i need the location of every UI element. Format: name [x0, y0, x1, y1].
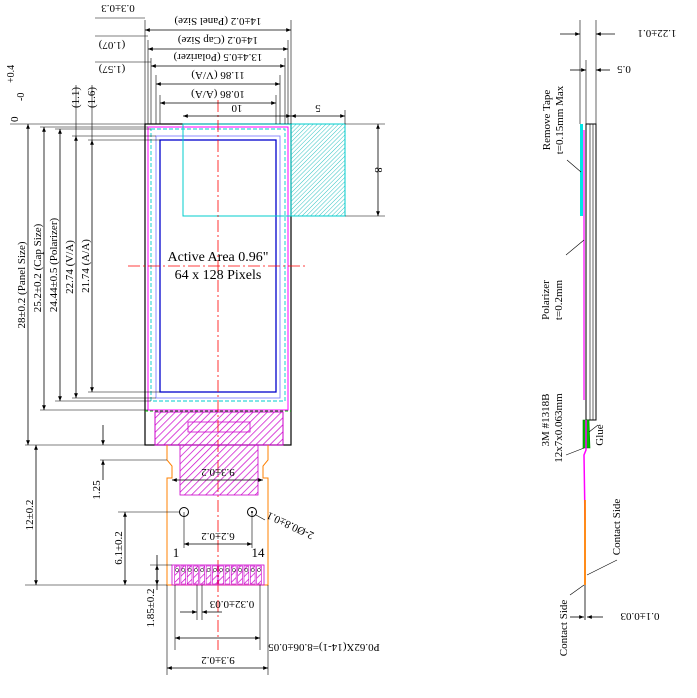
remove-tape-tab — [290, 123, 346, 217]
tol-minus: -0 — [16, 93, 27, 101]
gold-finger-via — [257, 568, 261, 572]
gold-finger-pin — [180, 565, 187, 585]
dim-cap-width-label: 14±0.2 (Cap Size) — [178, 34, 259, 46]
gold-finger-pin — [224, 565, 231, 585]
tape-model-label: 3M #1318B — [540, 394, 552, 447]
gold-finger-via — [238, 568, 242, 572]
dim-panel-height-label: 28±0.2 (Panel Size) — [16, 241, 28, 328]
dim-fpc-thickness-label: 0.1±0.03 — [620, 610, 660, 622]
fpc — [166, 444, 269, 586]
leader — [566, 159, 582, 173]
leader — [569, 584, 585, 596]
pin-14-label: 14 — [252, 545, 266, 560]
gold-finger-via — [231, 568, 236, 572]
dim-pitch-label: P0.62X(14-1)=8.06±0.05 — [268, 641, 380, 653]
remove-tape-label: Remove Tape — [541, 90, 553, 151]
top-dimensions: 14±0.2 (Panel Size) 0.3±0.3 14±0.2 (Cap … — [95, 2, 385, 217]
gold-finger-via — [194, 568, 198, 572]
gold-finger-pin — [249, 565, 256, 585]
gold-finger-pin — [199, 565, 205, 585]
dim-polarizer-offset-label: (1.57) — [98, 63, 125, 75]
active-area-label: Active Area 0.96" — [168, 250, 269, 265]
dim-polarizer-width-label: 13.4±0.5 (Polarizer) — [173, 51, 262, 63]
leader — [586, 559, 618, 576]
gold-finger-via — [200, 568, 205, 572]
contact-side-upper-label: Contact Side — [611, 499, 623, 556]
dim-panel-width-label: 14±0.2 (Panel Size) — [174, 15, 261, 27]
dim-offset-1-label: (1.1) — [70, 87, 82, 108]
gold-finger-via — [244, 568, 249, 572]
gold-finger-pin — [231, 565, 237, 585]
dim-tape-10-label: 10 — [231, 102, 243, 114]
gold-finger-via — [181, 568, 186, 572]
dim-panel-offset-label: 0.3±0.3 — [101, 2, 135, 14]
leader — [588, 424, 599, 433]
dim-finger-length-label: 1.85±0.2 — [145, 588, 157, 627]
side-glass — [585, 123, 597, 421]
active-area-pixels: 64 x 128 Pixels — [175, 268, 262, 283]
gold-fingers — [174, 565, 262, 585]
gold-finger-via — [187, 568, 192, 572]
gold-finger-pin — [193, 565, 199, 585]
leader — [255, 514, 266, 521]
panel-front-view: Active Area 0.96" 64 x 128 Pixels — [128, 100, 346, 650]
gold-finger-pin — [243, 565, 250, 585]
tol-plus: +0.4 — [6, 65, 17, 83]
dim-cap-offset-label: (1.07) — [98, 39, 125, 51]
gold-finger-via — [206, 568, 211, 572]
gold-finger-pin — [205, 565, 212, 585]
dim-cap-height-label: 25.2±0.2 (Cap Size) — [32, 223, 44, 312]
leader — [565, 447, 585, 456]
dim-pin-width-label: 0.32±0.03 — [209, 598, 254, 610]
tape-thickness-label: t=0.15mm Max — [554, 85, 566, 154]
dim-fpc-width-top-label: 9.3±0.2 — [201, 466, 235, 478]
side-fpc-magenta — [583, 420, 587, 521]
ic-area — [154, 411, 284, 446]
side-view: 1.22±0.1 0.5 Remove Tape t=0.15mm Max Po… — [540, 20, 677, 656]
fpc-stiffener-hatch — [179, 444, 259, 496]
fpc-dimensions: 9.3±0.2 6.2±0.2 2-Ø0.8±0.1 1 14 0.32±0.0… — [166, 466, 380, 675]
gold-finger-via — [212, 568, 217, 572]
dim-hole-to-end-label: 6.1±0.2 — [113, 531, 125, 565]
dim-fpc-length-label: 12±0.2 — [24, 500, 36, 531]
dim-fpc-width-bottom-label: 9.3±0.2 — [201, 654, 235, 666]
gold-finger-pin — [212, 565, 218, 585]
ic-chip — [187, 421, 251, 433]
gold-finger-via — [225, 568, 230, 572]
dim-hole-spacing-label: 6.2±0.2 — [201, 530, 235, 542]
dim-stiffener-label: 1.25 — [91, 480, 103, 500]
dim-thickness-label: 1.22±0.1 — [637, 27, 676, 39]
dim-tape-8-label: 8 — [372, 167, 384, 173]
side-tape — [580, 124, 583, 216]
gold-finger-via — [175, 568, 179, 572]
gold-finger-via — [250, 568, 255, 572]
dim-va-height-label: 22.74 (V/A) — [64, 240, 76, 294]
polarizer-label: Polarizer — [540, 280, 552, 320]
gold-finger-pin — [256, 565, 262, 585]
left-dimensions: +0.4 0 -0 (1.1) (1.6) 28±0.2 (Panel Size… — [6, 65, 180, 628]
tol-zero: 0 — [9, 116, 21, 122]
dim-cap-thickness-label: 0.5 — [617, 63, 631, 75]
gold-finger-pin — [174, 565, 180, 585]
gold-finger-pin — [218, 565, 224, 585]
gold-finger-via — [219, 568, 224, 572]
gold-finger-pin — [186, 565, 193, 585]
dim-tape-5-label: 5 — [315, 102, 321, 114]
tape-size-label: 12x7x0.063mm — [553, 393, 565, 463]
dim-offset-2-label: (1.6) — [86, 87, 98, 108]
finger-block — [171, 564, 265, 586]
polarizer-thickness-label: t=0.2mm — [553, 279, 565, 320]
glue-label: Glue — [594, 424, 606, 446]
dim-polarizer-height-label: 24.44±0.5 (Polarizer) — [48, 218, 60, 313]
gold-finger-pin — [237, 565, 243, 585]
leader — [565, 239, 585, 256]
dim-va-width-label: 11.86 (V/A) — [191, 69, 245, 81]
dim-hole-dia-label: 2-Ø0.8±0.1 — [265, 509, 316, 541]
pin-1-label: 1 — [173, 545, 180, 560]
dim-aa-height-label: 21.74 (A/A) — [80, 239, 92, 293]
contact-side-lower-label: Contact Side — [558, 600, 570, 657]
dim-aa-width-label: 10.86 (A/A) — [191, 88, 245, 100]
